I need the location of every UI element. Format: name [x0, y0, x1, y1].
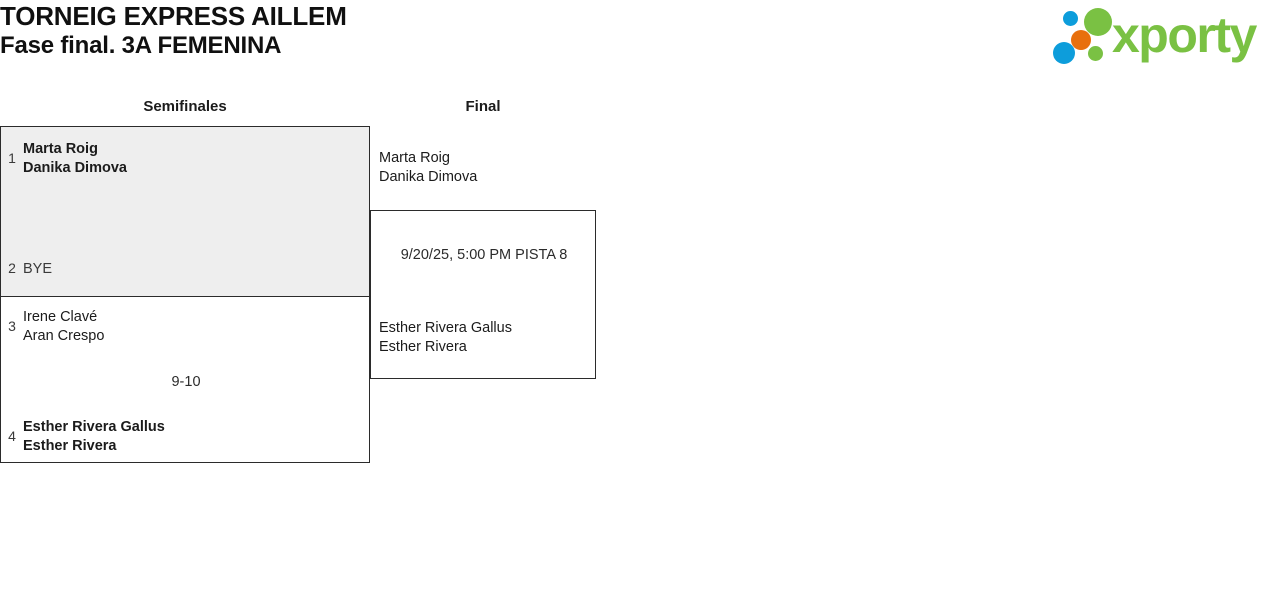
- tournament-title-block: TORNEIG EXPRESS AILLEM Fase final. 3A FE…: [0, 1, 347, 60]
- team-players: Esther Rivera Gallus Esther Rivera: [23, 418, 165, 456]
- team-seed: 3: [8, 318, 16, 334]
- match-team[interactable]: 2 BYE: [1, 260, 52, 279]
- logo-dot-blue-large-icon: [1053, 42, 1075, 64]
- player-name-2: Esther Rivera: [379, 339, 467, 355]
- logo-dot-green-large-icon: [1084, 8, 1112, 36]
- player-name-2: Danika Dimova: [379, 169, 478, 185]
- player-name-2: Aran Crespo: [23, 328, 105, 344]
- xporty-logo[interactable]: xporty: [1044, 4, 1272, 68]
- team-seed: 2: [8, 260, 16, 276]
- match-team[interactable]: 4 Esther Rivera Gallus Esther Rivera: [1, 418, 165, 456]
- logo-dot-blue-small-icon: [1063, 11, 1078, 26]
- team-seed: 1: [8, 150, 16, 166]
- match-team[interactable]: 3 Irene Clavé Aran Crespo: [1, 308, 104, 346]
- match-final[interactable]: Marta Roig Danika Dimova 9/20/25, 5:00 P…: [370, 150, 596, 379]
- player-name-1: Irene Clavé: [23, 309, 98, 325]
- player-name-2: Danika Dimova: [23, 160, 127, 176]
- tournament-phase: Fase final. 3A FEMENINA: [0, 32, 282, 59]
- match-team[interactable]: Marta Roig Danika Dimova: [379, 149, 477, 187]
- match-team[interactable]: 1 Marta Roig Danika Dimova: [1, 140, 127, 178]
- player-name-2: Esther Rivera: [23, 438, 117, 454]
- match-score: 9-10: [171, 374, 201, 390]
- match-schedule-info: 9/20/25, 5:00 PM PISTA 8: [400, 247, 568, 263]
- team-seed: 4: [8, 428, 16, 444]
- match-semifinal-2[interactable]: 3 Irene Clavé Aran Crespo 9-10 4 Esther …: [0, 296, 370, 463]
- tournament-name: TORNEIG EXPRESS AILLEM: [0, 1, 347, 31]
- team-players: Irene Clavé Aran Crespo: [23, 308, 104, 346]
- logo-dot-orange-icon: [1071, 30, 1091, 50]
- player-name-1: Marta Roig: [23, 141, 98, 157]
- round-header-final: Final: [465, 98, 501, 115]
- team-players: BYE: [23, 260, 52, 279]
- team-players: Marta Roig Danika Dimova: [23, 140, 127, 178]
- logo-dot-green-small-icon: [1088, 46, 1103, 61]
- player-name-1: Esther Rivera Gallus: [23, 419, 165, 435]
- match-team[interactable]: Esther Rivera Gallus Esther Rivera: [379, 319, 512, 357]
- xporty-dots-icon: [1052, 6, 1116, 66]
- match-semifinal-1[interactable]: 1 Marta Roig Danika Dimova 2 BYE: [0, 126, 370, 297]
- round-header-semifinals: Semifinales: [143, 98, 227, 115]
- player-name-1: Esther Rivera Gallus: [379, 320, 512, 336]
- logo-wordmark: xporty: [1112, 7, 1257, 63]
- team-players: Marta Roig Danika Dimova: [379, 150, 477, 185]
- team-players: Esther Rivera Gallus Esther Rivera: [379, 320, 512, 355]
- page-header: TORNEIG EXPRESS AILLEM Fase final. 3A FE…: [0, 0, 1280, 80]
- player-name-1: BYE: [23, 261, 53, 277]
- player-name-1: Marta Roig: [379, 150, 450, 166]
